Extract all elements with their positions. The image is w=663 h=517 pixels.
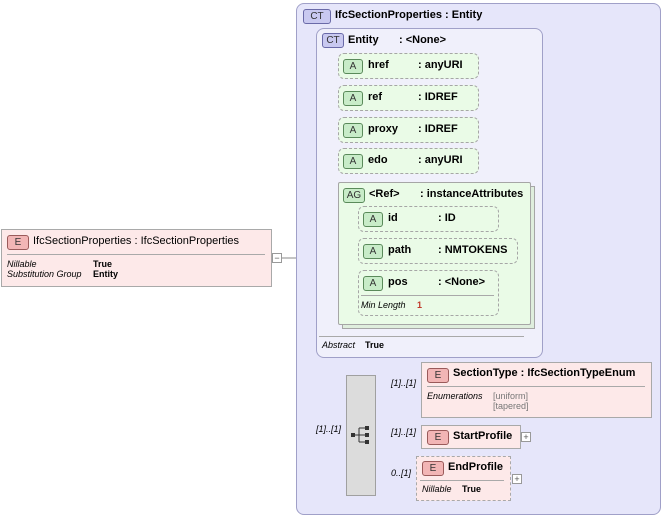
attribute-path[interactable]: A path : NMTOKENS (358, 238, 518, 264)
attribute-badge: A (363, 276, 383, 291)
section-type-multiplicity: [1]..[1] (391, 378, 417, 388)
root-element-box[interactable]: E IfcSectionProperties : IfcSectionPrope… (1, 229, 272, 287)
attribute-type: : NMTOKENS (438, 244, 508, 256)
prop-value-substitution-group: Entity (93, 269, 119, 279)
element-end-profile[interactable]: E EndProfile Nillable True (416, 456, 511, 501)
element-name: SectionType : IfcSectionTypeEnum (453, 367, 636, 379)
prop-key-min-length: Min Length (361, 300, 406, 310)
element-section-type[interactable]: E SectionType : IfcSectionTypeEnum Enume… (421, 362, 652, 418)
element-name: StartProfile (453, 430, 513, 442)
attribute-name: href (368, 59, 389, 71)
attribute-type: : IDREF (418, 123, 458, 135)
attribute-name: ref (368, 91, 383, 103)
element-name: EndProfile (448, 461, 504, 473)
element-badge: E (7, 235, 29, 250)
attribute-type: : anyURI (418, 59, 463, 71)
sequence-box[interactable] (346, 375, 376, 496)
attribute-badge: A (363, 212, 383, 227)
attribute-group-badge: AG (343, 188, 365, 203)
element-badge: E (422, 461, 444, 476)
entity-name: Entity (348, 34, 379, 46)
attribute-badge: A (343, 59, 363, 74)
element-divider (427, 386, 645, 387)
expand-button[interactable]: + (521, 432, 531, 442)
attribute-name: proxy (368, 123, 398, 135)
attribute-name: pos (388, 276, 408, 288)
attribute-badge: A (343, 154, 363, 169)
attribute-pos[interactable]: A pos : <None> Min Length 1 (358, 270, 499, 316)
attribute-badge: A (343, 91, 363, 106)
abstract-key: Abstract (322, 340, 356, 350)
attribute-edo[interactable]: A edo : anyURI (338, 148, 479, 174)
element-badge: E (427, 430, 449, 445)
collapse-button[interactable]: − (272, 253, 282, 263)
entity-divider (319, 336, 524, 337)
entity-type: : <None> (399, 34, 447, 46)
abstract-value: True (365, 340, 385, 350)
prop-key-substitution-group: Substitution Group (7, 269, 82, 279)
attribute-name: id (388, 212, 398, 224)
sequence-icon (351, 426, 369, 444)
prop-key-nillable: Nillable (422, 484, 452, 494)
prop-key-nillable: Nillable (7, 259, 37, 269)
attribute-badge: A (363, 244, 383, 259)
complex-type-title: IfcSectionProperties : Entity (335, 9, 483, 21)
prop-value-nillable: True (93, 259, 113, 269)
complex-type-badge: CT (303, 9, 331, 24)
prop-value-min-length: 1 (417, 300, 423, 310)
attribute-name: path (388, 244, 412, 256)
element-badge: E (427, 368, 449, 383)
expand-symbol: + (523, 432, 529, 442)
enum-value-uniform: [uniform] (493, 391, 529, 401)
attribute-ref[interactable]: A ref : IDREF (338, 85, 479, 111)
root-element-divider (7, 254, 265, 255)
attribute-href[interactable]: A href : anyURI (338, 53, 479, 79)
enum-value-tapered: [tapered] (493, 401, 529, 411)
prop-key-enumerations: Enumerations (427, 391, 483, 401)
attribute-type: : ID (438, 212, 456, 224)
element-divider (420, 480, 504, 481)
attribute-type: : anyURI (418, 154, 463, 166)
root-element-name: IfcSectionProperties : IfcSectionPropert… (33, 235, 240, 247)
prop-value-nillable: True (462, 484, 482, 494)
attribute-group-name: <Ref> (369, 188, 400, 200)
element-start-profile[interactable]: E StartProfile (421, 425, 521, 449)
attribute-group-type: : instanceAttributes (420, 188, 524, 200)
end-profile-multiplicity: 0..[1] (391, 468, 412, 478)
expand-symbol: + (514, 474, 520, 484)
expand-button[interactable]: + (512, 474, 522, 484)
attribute-divider (361, 295, 494, 296)
collapse-symbol: − (274, 253, 280, 263)
attribute-id[interactable]: A id : ID (358, 206, 499, 232)
start-profile-multiplicity: [1]..[1] (391, 427, 417, 437)
attribute-type: : IDREF (418, 91, 458, 103)
attribute-badge: A (343, 123, 363, 138)
sequence-multiplicity: [1]..[1] (316, 424, 342, 434)
attribute-name: edo (368, 154, 388, 166)
attribute-type: : <None> (438, 276, 486, 288)
attribute-proxy[interactable]: A proxy : IDREF (338, 117, 479, 143)
entity-badge: CT (322, 33, 344, 48)
